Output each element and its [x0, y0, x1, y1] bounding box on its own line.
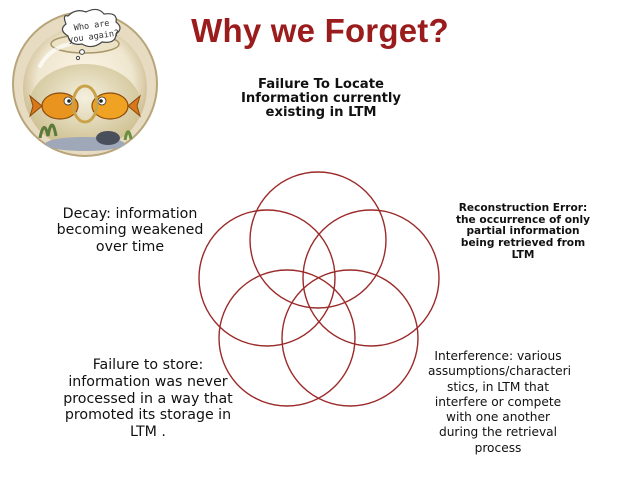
speech-bubble-line1: Who are [73, 19, 110, 34]
fishbowl-illustration: Who are you again? [12, 8, 158, 157]
label-reconstruction-error: Reconstruction Error: the occurrence of … [455, 202, 591, 261]
label-failure-to-store: Failure to store: information was never … [63, 357, 233, 440]
label-decay: Decay: information becoming weakened ove… [56, 206, 204, 255]
circle-bottom-left [218, 269, 356, 407]
circle-bottom-right [281, 269, 419, 407]
label-failure-to-locate: Failure To Locate Information currently … [240, 77, 402, 120]
circle-top [249, 171, 387, 309]
label-interference: Interference: various assumptions/charac… [428, 349, 572, 455]
slide-title: Why we Forget? [191, 12, 449, 49]
circle-left [198, 209, 336, 347]
circle-right [302, 209, 440, 347]
